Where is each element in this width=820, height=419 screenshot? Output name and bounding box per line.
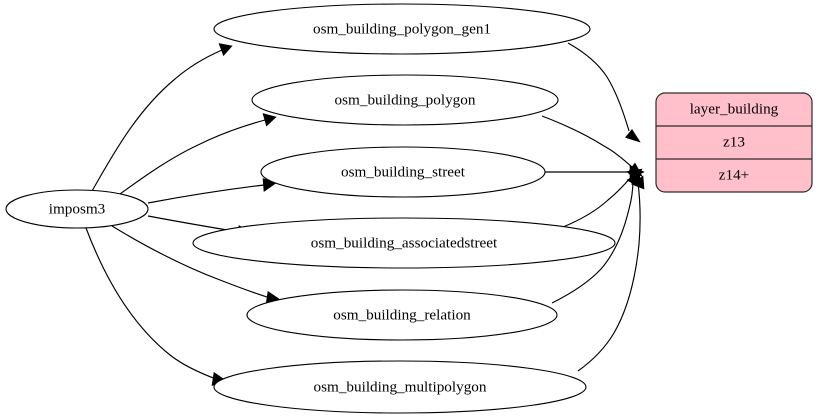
- node-osm-building-relation-ellipse[interactable]: [246, 289, 558, 341]
- node-osm-building-relation[interactable]: osm_building_relation: [246, 289, 558, 341]
- node-imposm3-ellipse[interactable]: [5, 189, 149, 229]
- node-layer-building[interactable]: layer_building z13 z14+: [655, 92, 813, 193]
- layer-building-row-z14plus: z14+: [719, 166, 750, 183]
- node-osm-building-street-label: osm_building_street: [341, 163, 466, 180]
- node-osm-building-associatedstreet-label: osm_building_associatedstreet: [311, 234, 498, 251]
- edge-imposm3-to-osm-building-polygon: [119, 113, 277, 195]
- node-osm-building-polygon-ellipse[interactable]: [251, 74, 559, 126]
- layer-building-row-z13: z13: [723, 133, 745, 150]
- edge-imposm3-to-osm-building-polygon-gen1: [91, 43, 233, 192]
- node-osm-building-polygon[interactable]: osm_building_polygon: [251, 74, 559, 126]
- node-osm-building-multipolygon-label: osm_building_multipolygon: [314, 378, 487, 395]
- node-imposm3-label: imposm3: [49, 200, 106, 217]
- node-osm-building-street[interactable]: osm_building_street: [260, 146, 546, 198]
- node-osm-building-multipolygon[interactable]: osm_building_multipolygon: [213, 360, 587, 414]
- edge-osm-building-multipolygon-to-layer-z14: [577, 175, 645, 372]
- edge-osm-building-associatedstreet-to-layer-z14: [562, 168, 643, 228]
- layer-building-row-name: layer_building: [690, 100, 779, 117]
- node-osm-building-polygon-label: osm_building_polygon: [335, 91, 476, 108]
- edge-osm-building-polygon-gen1-to-layer-z13: [567, 42, 641, 143]
- layer-building-box[interactable]: [655, 92, 813, 193]
- edge-imposm3-to-osm-building-street: [147, 178, 277, 204]
- node-osm-building-polygon-gen1-label: osm_building_polygon_gen1: [313, 20, 491, 37]
- node-osm-building-polygon-gen1-ellipse[interactable]: [213, 3, 591, 55]
- edge-group-tables-to-layer: [541, 42, 645, 372]
- node-osm-building-associatedstreet-ellipse[interactable]: [192, 217, 616, 269]
- node-osm-building-polygon-gen1[interactable]: osm_building_polygon_gen1: [213, 3, 591, 55]
- node-osm-building-multipolygon-ellipse[interactable]: [213, 360, 587, 414]
- node-osm-building-relation-label: osm_building_relation: [333, 306, 471, 323]
- node-osm-building-associatedstreet[interactable]: osm_building_associatedstreet: [192, 217, 616, 269]
- node-osm-building-street-ellipse[interactable]: [260, 146, 546, 198]
- node-imposm3[interactable]: imposm3: [5, 189, 149, 229]
